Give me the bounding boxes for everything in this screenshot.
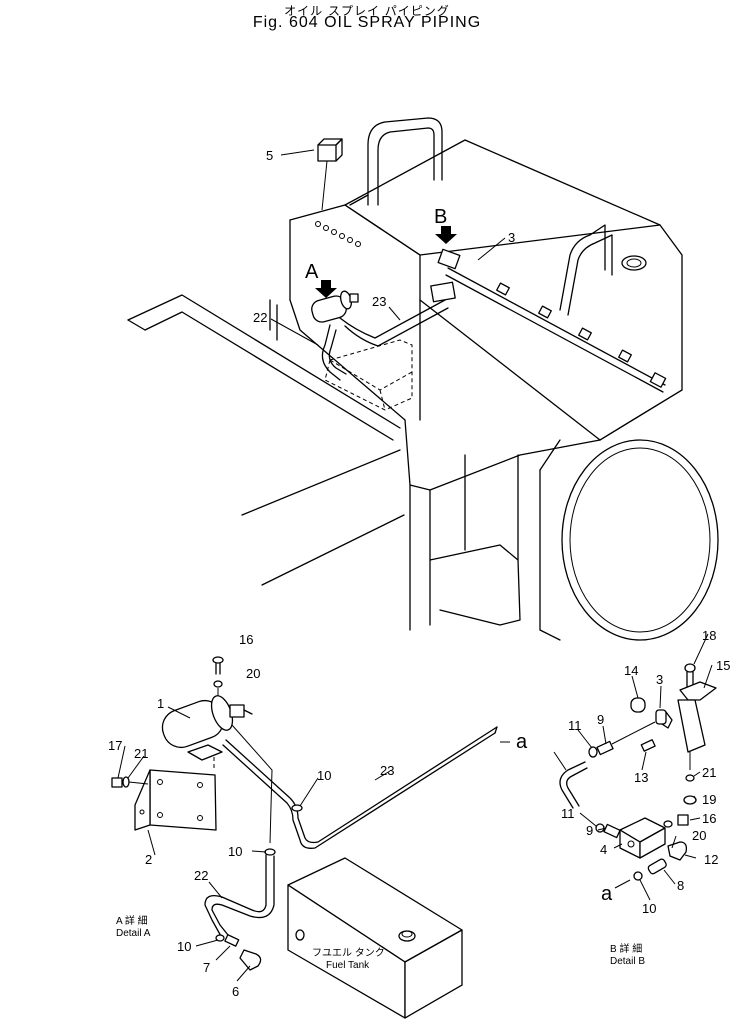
part-label: 10	[177, 939, 191, 954]
part-label: 10	[228, 844, 242, 859]
relay-5	[317, 138, 343, 211]
part-label: 13	[634, 770, 648, 785]
leaders-detail-a	[117, 706, 510, 982]
part-label: 20	[692, 828, 706, 843]
part-label: 22	[194, 868, 208, 883]
main-view-labels: 5 3 22 23 A B	[253, 148, 515, 325]
part-label: 21	[702, 765, 716, 780]
view-letter-b: B	[434, 206, 447, 228]
part-label: 12	[704, 852, 718, 867]
panel-indicators	[315, 221, 361, 247]
view-arrow-b	[435, 226, 457, 244]
part-label: 10	[317, 768, 331, 783]
detail-b-caption-jp: B 詳 細	[610, 942, 642, 955]
part-label: 10	[642, 901, 656, 916]
part-label: 6	[232, 984, 239, 999]
fuel-tank-label: Fuel Tank	[326, 960, 370, 971]
part-label: 11	[568, 718, 582, 733]
connector-letter-a: a	[516, 731, 528, 753]
part-label: 4	[600, 842, 607, 857]
machine-body-outline	[127, 117, 719, 641]
view-letter-a: A	[305, 261, 319, 283]
part-label: 3	[656, 672, 663, 687]
part-label: 8	[677, 878, 684, 893]
detail-a-labels: 16 20 1 17 21 2 10 23 10 22 10 7 6 a A 詳…	[108, 632, 528, 999]
part-label: 22	[253, 310, 267, 325]
part-label: 1	[157, 696, 164, 711]
part-label: 5	[266, 148, 273, 163]
part-label: 20	[246, 666, 260, 681]
part-label: 16	[702, 811, 716, 826]
bracket-b-main	[430, 248, 461, 303]
fuel-tank	[287, 857, 463, 1019]
detail-a-caption: Detail A	[116, 928, 151, 939]
part-label: 23	[380, 763, 394, 778]
part-label: 9	[597, 712, 604, 727]
pipes-22-23-main	[321, 299, 449, 381]
spray-pipe-main	[445, 267, 667, 393]
part-label: 21	[134, 746, 148, 761]
figure-title: Fig. 604 OIL SPRAY PIPING	[252, 14, 482, 31]
figure-title-japanese: オイル スプレイ パイピング	[284, 4, 450, 18]
pump-main	[311, 290, 359, 323]
part-label: 14	[624, 663, 638, 678]
fuel-tank-label-jp: フユエル タンク	[312, 947, 385, 959]
detail-b-assembly	[559, 663, 717, 889]
part-label: 3	[508, 230, 515, 245]
part-label: 16	[239, 632, 253, 647]
part-label: 18	[702, 628, 716, 643]
leaders-detail-b	[553, 633, 713, 901]
part-label: 17	[108, 738, 122, 753]
part-label: 2	[145, 852, 152, 867]
connector-letter-a: a	[601, 883, 613, 905]
leaders-main	[270, 149, 506, 346]
part-label: 23	[372, 294, 386, 309]
detail-a-caption-jp: A 詳 細	[116, 914, 148, 927]
detail-b-labels: 18 15 14 3 11 9 13 21 19 16 11 9 4 20 12…	[561, 628, 730, 967]
detail-b-caption: Detail B	[610, 956, 645, 967]
part-label: 15	[716, 658, 730, 673]
part-label: 19	[702, 792, 716, 807]
part-label: 7	[203, 960, 210, 975]
part-label: 9	[586, 823, 593, 838]
part-label: 11	[561, 806, 575, 821]
view-arrow-a	[315, 280, 337, 298]
